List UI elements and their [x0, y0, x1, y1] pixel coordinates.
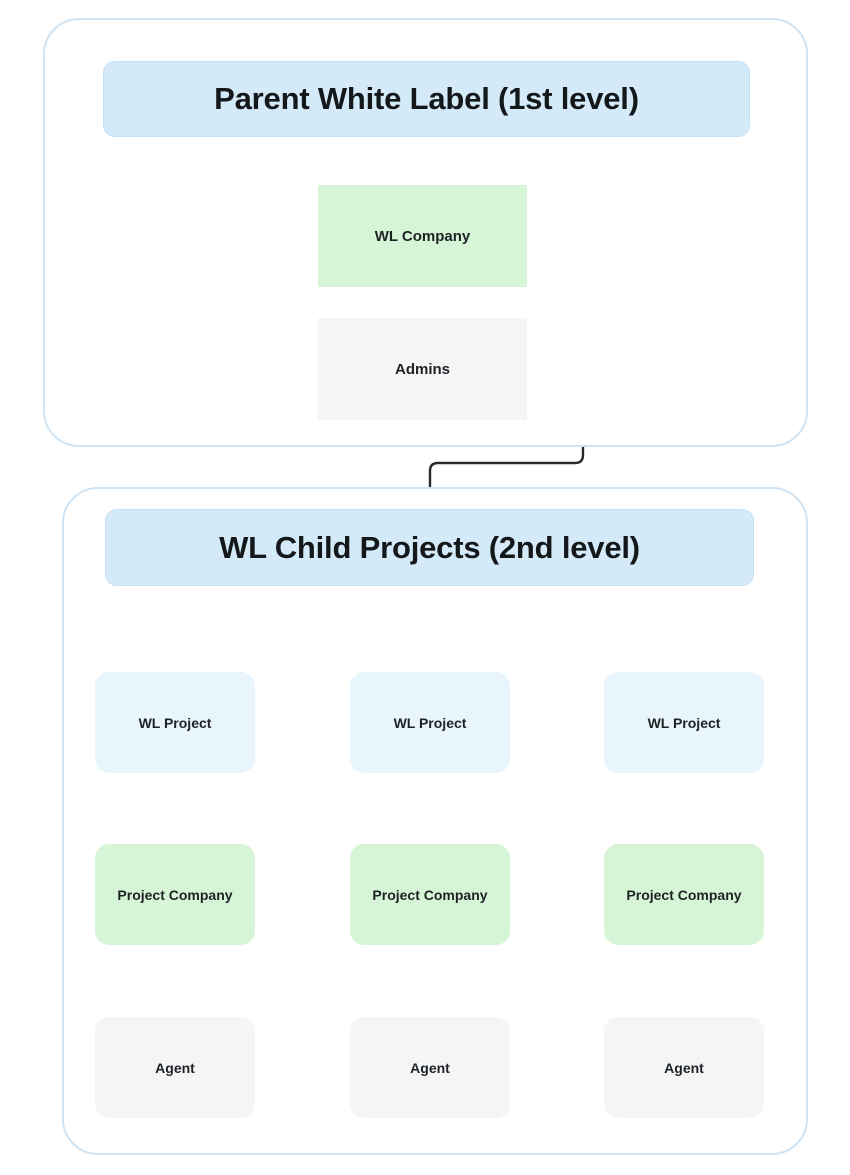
node-project-company-2[interactable]: Project Company [350, 844, 510, 945]
node-agent-1[interactable]: Agent [95, 1017, 255, 1118]
node-admins[interactable]: Admins [318, 318, 527, 420]
node-project-company-1[interactable]: Project Company [95, 844, 255, 945]
node-agent-2[interactable]: Agent [350, 1017, 510, 1118]
node-wl-project-2[interactable]: WL Project [350, 672, 510, 773]
node-agent-3[interactable]: Agent [604, 1017, 764, 1118]
node-project-company-3[interactable]: Project Company [604, 844, 764, 945]
node-parent-white-label-header[interactable]: Parent White Label (1st level) [103, 61, 750, 137]
node-wl-project-3[interactable]: WL Project [604, 672, 764, 773]
node-wl-company[interactable]: WL Company [318, 185, 527, 287]
node-wl-child-projects-header[interactable]: WL Child Projects (2nd level) [105, 509, 754, 586]
node-wl-project-1[interactable]: WL Project [95, 672, 255, 773]
